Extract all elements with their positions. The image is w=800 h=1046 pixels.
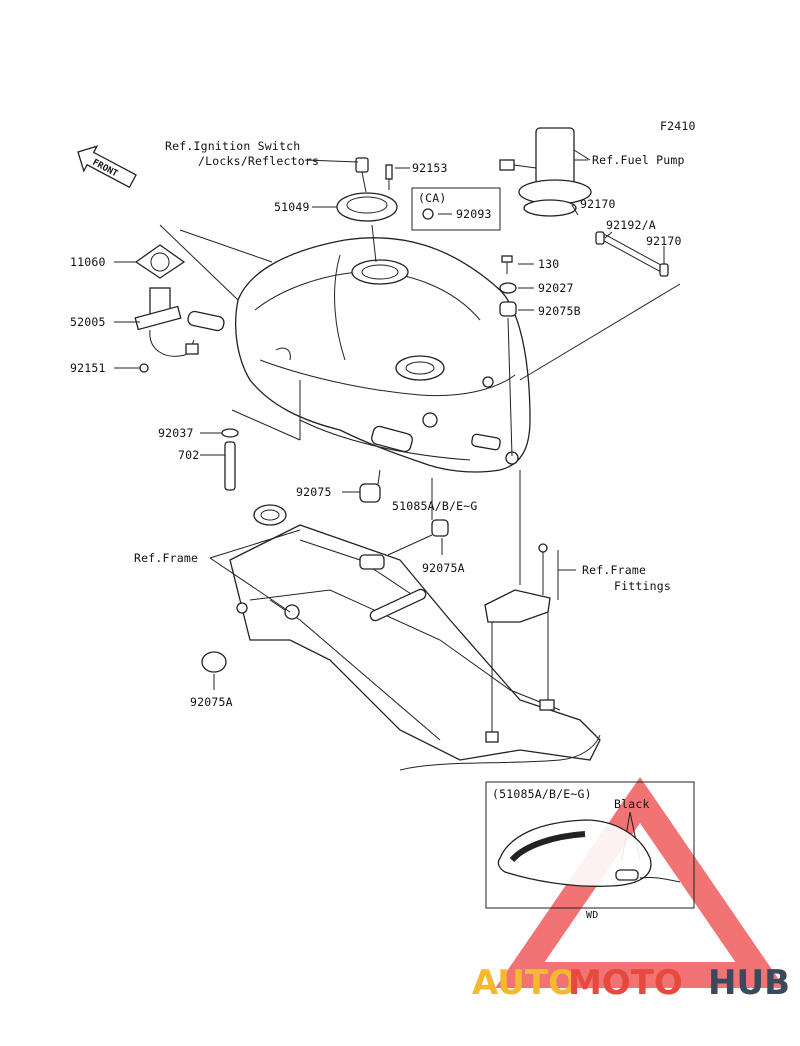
hose-92192 — [595, 231, 669, 277]
part-92153: 92153 — [412, 161, 448, 175]
part-92192: 92192/A — [606, 218, 656, 232]
fuel-level-sensor-52005 — [134, 287, 225, 357]
ref-frame-fittings-line1: Ref.Frame — [582, 563, 646, 577]
inset-title: (51085A/B/E~G) — [492, 787, 592, 801]
leader-lines — [114, 159, 681, 732]
inset-color-label: Black — [614, 797, 650, 811]
ca-label: (CA) — [418, 191, 447, 205]
watermark-logo: AUTO MOTO HUB — [472, 963, 790, 1003]
ref-frame: Ref.Frame — [134, 551, 198, 565]
fuel-tank — [235, 237, 531, 473]
collar-92027 — [499, 282, 517, 294]
damper-92075A-left — [201, 651, 227, 673]
ca-box — [411, 187, 501, 231]
part-92075: 92075 — [296, 485, 332, 499]
ref-ignition-line1: Ref.Ignition Switch — [165, 139, 300, 153]
part-92075B: 92075B — [538, 304, 581, 318]
front-arrow-icon: FRONT — [77, 145, 137, 189]
watermark-auto: AUTO — [472, 963, 577, 1003]
part-92075A-left: 92075A — [190, 695, 233, 709]
ref-fuel-pump: Ref.Fuel Pump — [592, 153, 685, 167]
part-52005: 52005 — [70, 315, 106, 329]
watermark-triangle-icon — [495, 777, 785, 988]
part-92170-b: 92170 — [646, 234, 682, 248]
pipe-702 — [224, 441, 236, 491]
part-92075A-right: 92075A — [422, 561, 465, 575]
damper-92075A-right — [431, 519, 449, 537]
gasket-11060 — [134, 244, 186, 279]
damper-92075 — [359, 483, 381, 503]
nut-92093-icon — [422, 208, 434, 220]
figure-code: F2410 — [660, 119, 696, 133]
bolt-92153 — [385, 164, 393, 190]
part-130: 130 — [538, 257, 559, 271]
part-51049: 51049 — [274, 200, 310, 214]
part-51085: 51085A/B/E~G — [392, 499, 477, 513]
damper-92075B — [499, 301, 517, 317]
part-702: 702 — [178, 448, 199, 462]
watermark-hub: HUB — [708, 963, 790, 1003]
part-92151: 92151 — [70, 361, 106, 375]
ref-frame-fittings-line2: Fittings — [614, 579, 671, 593]
part-92170-a: 92170 — [580, 197, 616, 211]
part-11060: 11060 — [70, 255, 106, 269]
tank-cap-51049 — [336, 157, 398, 263]
part-92037: 92037 — [158, 426, 194, 440]
bolt-130 — [501, 255, 513, 274]
part-92027: 92027 — [538, 281, 574, 295]
inset-bottom-label: WD — [586, 910, 598, 921]
part-92093: 92093 — [456, 207, 492, 221]
bolt-92151-icon — [139, 363, 149, 373]
ref-ignition-line2: /Locks/Reflectors — [198, 154, 319, 168]
watermark-moto: MOTO — [568, 963, 683, 1003]
clip-92037 — [221, 428, 239, 438]
inset-panel: (51085A/B/E~G) Black Kawasaki WD — [485, 781, 695, 921]
fuel-pump — [499, 127, 592, 217]
frame — [229, 504, 601, 771]
